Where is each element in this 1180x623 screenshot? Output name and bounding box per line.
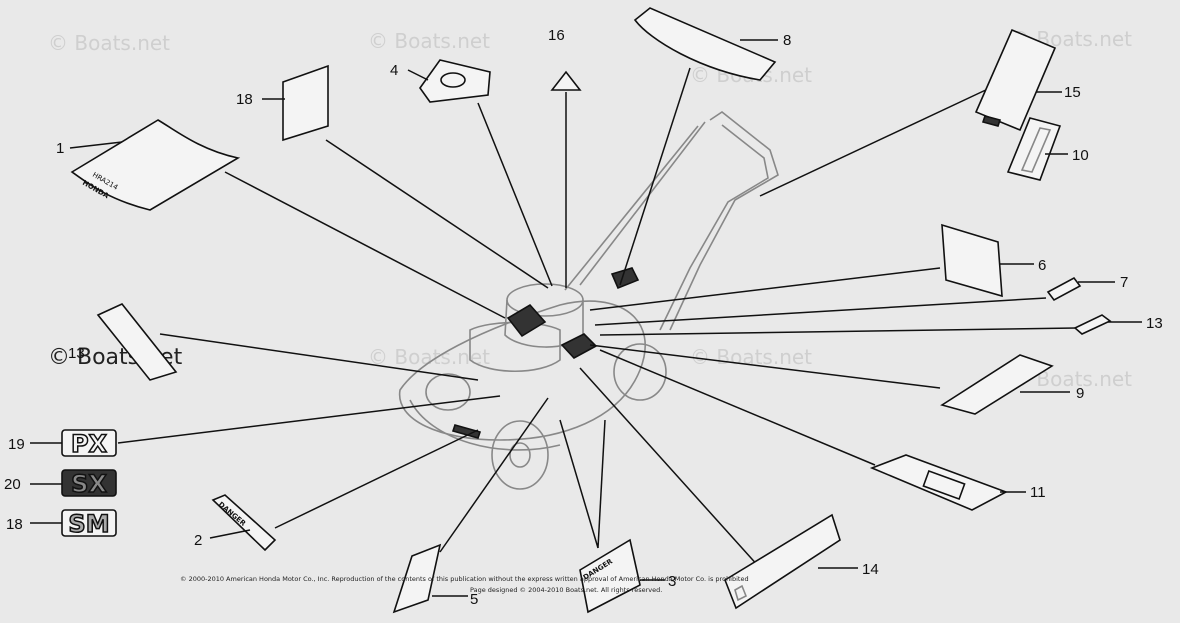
callout-2: 2 (194, 532, 202, 549)
part-16-warning-triangle: 16 (548, 27, 582, 91)
part-5-label: 5 (392, 543, 478, 614)
callout-7: 7 (1120, 274, 1128, 291)
callout-6: 6 (1038, 257, 1046, 274)
callout-10: 10 (1072, 147, 1089, 164)
watermark-5: © Boats.net (368, 345, 490, 369)
copyright-line-2: Page designed © 2004-2010 Boats.net. All… (470, 586, 662, 594)
callout-14: 14 (862, 561, 879, 578)
callout-1: 1 (56, 140, 64, 157)
part-18-sm-badge: SM 18 (6, 509, 117, 539)
part-13-label-left: 13 (68, 303, 178, 381)
svg-text:PX: PX (71, 430, 108, 458)
callout-20: 20 (4, 476, 21, 493)
callout-18: 18 (6, 516, 23, 533)
callout-13-left: 13 (68, 345, 85, 362)
part-2-danger-strip: DANGER 2 (194, 494, 277, 552)
callout-17: 18 (236, 91, 253, 108)
part-1-honda-decal: HRA214 HONDA 1 (56, 119, 241, 211)
copyright-line-1: © 2000-2010 American Honda Motor Co., In… (180, 575, 749, 583)
watermark-1: © Boats.net (48, 31, 170, 55)
callout-5: 5 (470, 591, 478, 608)
part-10-handle-label: 10 (1006, 117, 1089, 181)
part-9-label: 9 (940, 354, 1084, 415)
callout-16: 16 (548, 27, 565, 44)
callout-3: 3 (668, 573, 676, 590)
part-7-label: 7 (1046, 274, 1128, 302)
part-13-label-right: 13 (1073, 314, 1163, 335)
lawn-mower (398, 111, 779, 490)
part-6-label: 6 (941, 223, 1046, 298)
part-19-px-badge: PX 19 (8, 429, 117, 459)
svg-text:SX: SX (71, 470, 107, 498)
part-14-label: 14 (724, 513, 879, 610)
part-4-label: 4 (390, 59, 491, 103)
callout-19: 19 (8, 436, 25, 453)
svg-text:SM: SM (68, 510, 109, 538)
callout-8: 8 (783, 32, 791, 49)
watermarks: © Boats.net © Boats.net © Boats.net © Bo… (48, 27, 1132, 391)
watermark-2: © Boats.net (368, 29, 490, 53)
part-11-label: 11 (869, 454, 1046, 511)
part-15-label: 15 (974, 28, 1081, 132)
callout-4: 4 (390, 62, 398, 79)
part-8-label: 8 (633, 7, 791, 81)
leader-lines (117, 67, 1077, 569)
part-17-label: 18 (236, 64, 329, 142)
callout-13-right: 13 (1146, 315, 1163, 332)
part-20-sx-badge: SX 20 (4, 469, 117, 499)
callout-11: 11 (1030, 484, 1046, 501)
callout-15: 15 (1064, 84, 1081, 101)
callout-9: 9 (1076, 385, 1084, 402)
